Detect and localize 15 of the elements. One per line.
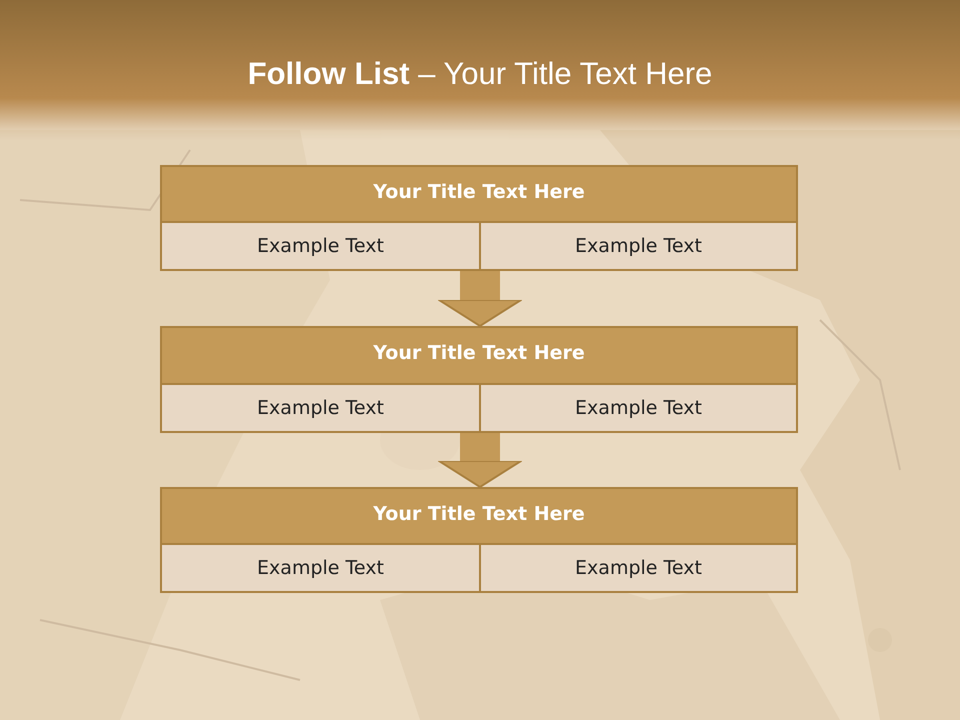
table-cell: Example Text xyxy=(162,383,479,431)
block-title: Your Title Text Here xyxy=(372,181,586,203)
table-cell: Example Text xyxy=(479,221,796,269)
down-arrow xyxy=(438,431,522,488)
table-cell: Example Text xyxy=(479,543,796,591)
block-title: Your Title Text Here xyxy=(372,342,586,364)
list-block xyxy=(160,326,798,433)
list-block xyxy=(160,487,798,593)
slide-title: Follow List – Your Title Text Here xyxy=(246,56,714,92)
block-title: Your Title Text Here xyxy=(372,503,586,525)
table-cell: Example Text xyxy=(162,543,479,591)
table-cell: Example Text xyxy=(162,221,479,269)
list-block xyxy=(160,165,798,271)
down-arrow xyxy=(438,269,522,327)
table-cell: Example Text xyxy=(479,383,796,431)
